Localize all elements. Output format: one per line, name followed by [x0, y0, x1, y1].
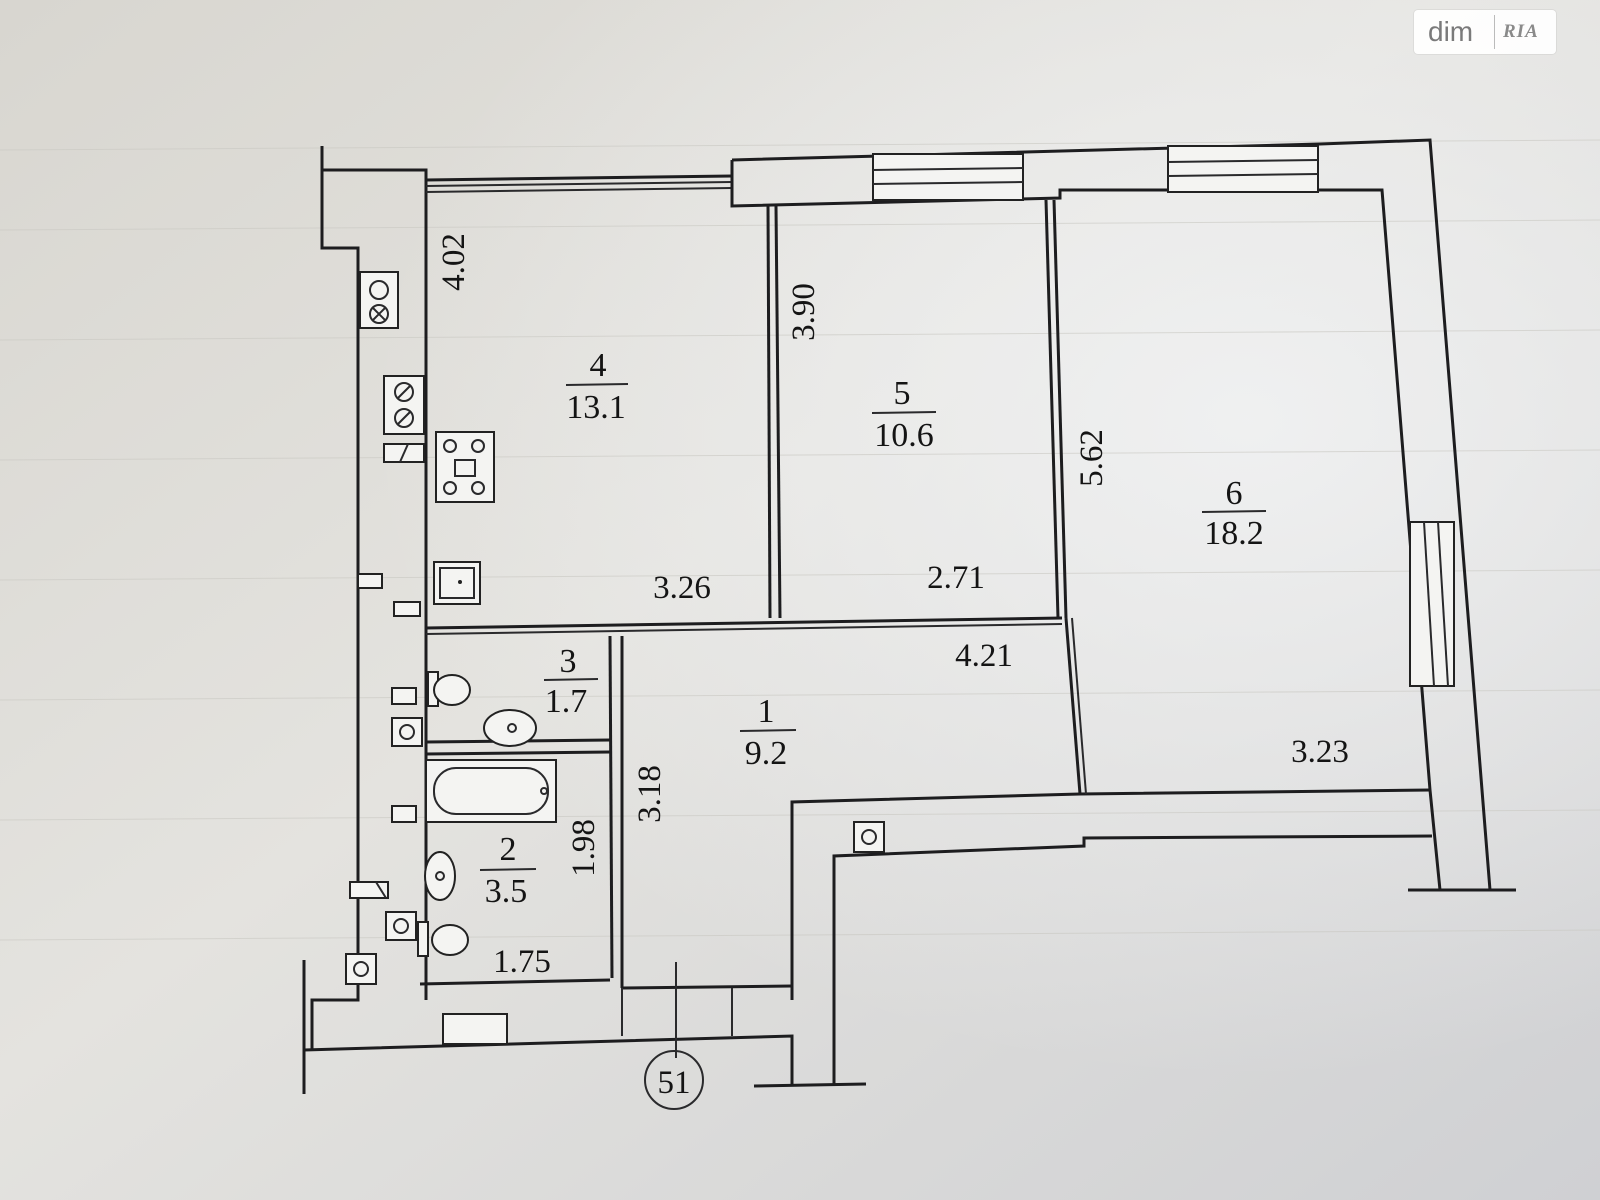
dim-room2-width: 1.75	[493, 944, 551, 980]
radiator-hall	[393, 601, 421, 617]
dim-room2-height: 1.98	[566, 819, 602, 877]
dim-room1-width: 4.21	[955, 638, 1013, 674]
room-area: 3.5	[485, 873, 528, 910]
washbasin-icon-wc	[483, 709, 537, 747]
gas-meter-icon	[383, 375, 425, 435]
kitchen-sink-icon	[433, 561, 481, 605]
dim-room4-height: 4.02	[436, 233, 472, 291]
room-6-label: 6 18.2	[1201, 475, 1267, 552]
ruled-lines	[0, 139, 1600, 941]
pipe-bath	[391, 805, 417, 823]
room-number: 6	[1226, 475, 1243, 512]
room-labels: 4 13.1 5 10.6 6 18.2 3 1.7 1 9.2 2 3.5	[479, 347, 1267, 910]
outer-walls	[302, 138, 1516, 1094]
watermark-divider	[1494, 15, 1495, 49]
watermark-brand-left: dim	[1428, 16, 1474, 47]
room-2-label: 2 3.5	[479, 831, 537, 910]
toilet-icon-bath	[417, 921, 469, 957]
washbasin-icon-bath	[424, 851, 456, 901]
room-area: 9.2	[745, 735, 788, 772]
interior-walls	[419, 199, 1087, 988]
axis-marker: 51	[644, 962, 704, 1110]
room-area: 13.1	[566, 389, 626, 426]
pipe-hall	[345, 953, 377, 985]
watermark-brand-right: RIA	[1503, 21, 1539, 42]
room-1-label: 1 9.2	[739, 693, 797, 772]
window-top-1	[872, 153, 1024, 201]
room-area: 1.7	[545, 683, 588, 720]
pipe-bath-2	[385, 911, 417, 941]
room-5-label: 5 10.6	[871, 375, 937, 454]
fixtures	[345, 271, 885, 985]
room-number: 4	[590, 347, 607, 384]
room-area: 18.2	[1204, 515, 1264, 552]
radiator-bath	[349, 881, 389, 899]
room-3-label: 3 1.7	[543, 643, 599, 720]
dim-ria-watermark: dim RIA	[1414, 10, 1556, 54]
wall-niche	[442, 1013, 508, 1045]
bathtub-icon	[425, 759, 557, 823]
room-number: 5	[894, 375, 911, 412]
room-number: 3	[560, 643, 577, 680]
dim-room6-width: 3.23	[1291, 734, 1349, 770]
toilet-icon-wc	[391, 671, 471, 707]
dim-room4-width: 3.26	[653, 570, 711, 606]
dim-room5-height: 3.90	[786, 283, 822, 341]
room-4-label: 4 13.1	[565, 347, 629, 426]
ventilation-icon	[359, 271, 399, 329]
window-top-2	[1167, 145, 1319, 193]
radiator-kitchen	[357, 573, 383, 589]
axis-marker-label: 51	[658, 1065, 691, 1101]
room-number: 2	[500, 831, 517, 868]
stove-icon	[435, 431, 495, 503]
dim-room6-height: 5.62	[1074, 429, 1110, 487]
room-number: 1	[758, 693, 775, 730]
pipe-wc	[391, 717, 423, 747]
dim-room1-height: 3.18	[632, 765, 668, 823]
pipe-corridor	[853, 821, 885, 853]
room-area: 10.6	[874, 417, 934, 454]
dimension-labels: 4.02 3.26 3.90 2.71 5.62 3.23 4.21 3.18 …	[436, 233, 1349, 980]
dim-room5-width: 2.71	[927, 560, 985, 596]
